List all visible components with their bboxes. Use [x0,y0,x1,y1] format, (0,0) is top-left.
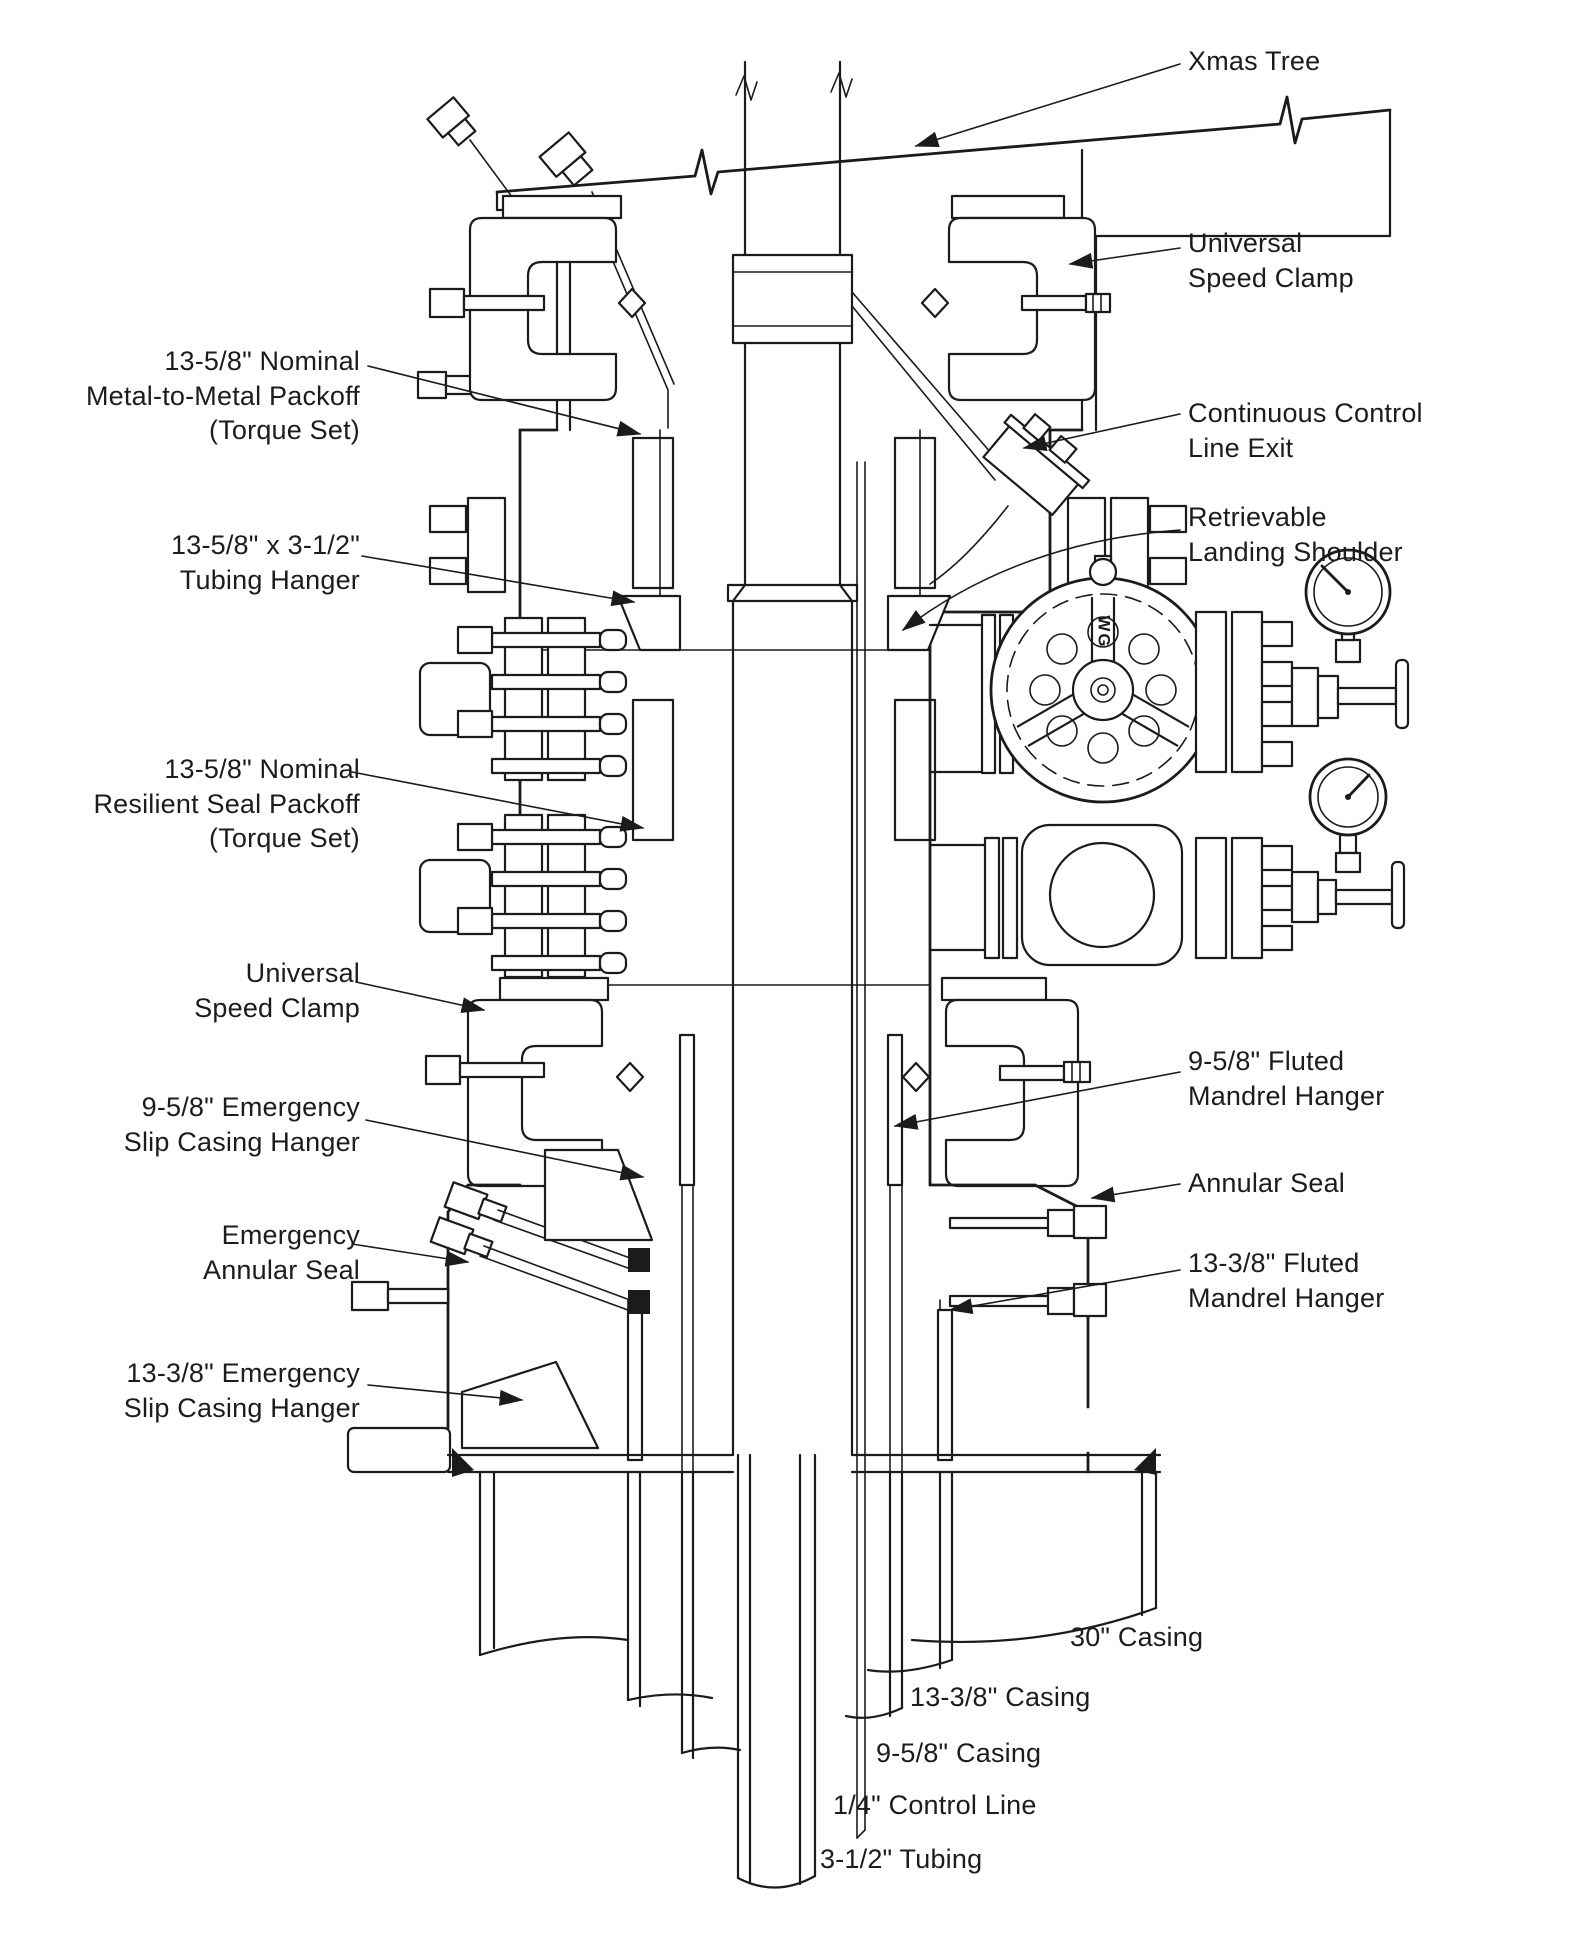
callout-universal-speed-clamp-right: Universal Speed Clamp [1188,228,1354,293]
gate-valve-handwheel: WG [991,556,1215,802]
callout-retrievable-landing-shoulder: Retrievable Landing Shoulder [1188,502,1403,567]
callout-resilient-seal-packoff: 13-5/8" Nominal Resilient Seal Packoff (… [93,754,360,854]
continuous-control-line-exit [852,292,1099,584]
callout-metal-to-metal-packoff: 13-5/8" Nominal Metal-to-Metal Packoff (… [85,346,360,446]
callout-xmas-tree: Xmas Tree [1188,46,1321,76]
callout-958-casing: 9-5/8" Casing [876,1738,1042,1768]
callout-30-casing: 30" Casing [1070,1622,1204,1652]
tubing-312 [738,1455,815,1888]
callout-958-fluted-mandrel-hanger: 9-5/8" Fluted Mandrel Hanger [1188,1046,1385,1111]
control-line [857,462,865,1838]
emergency-slip-casing-hanger-958 [545,1150,652,1240]
metal-to-metal-packoff [895,438,935,588]
callout-14-control-line: 1/4" Control Line [833,1790,1037,1820]
casing-strings [480,1455,1156,1888]
fluted-mandrel-hanger-1338 [628,1300,952,1460]
tubing-hanger [618,596,680,650]
lower-housing [348,1035,1160,1477]
callout-1338-fluted-mandrel-hanger: 13-3/8" Fluted Mandrel Hanger [1188,1248,1385,1313]
needle-valve-handle [1392,862,1404,928]
resilient-seal-packoff [633,700,673,840]
test-port-fitting-icon [540,132,597,190]
retrievable-landing-shoulder [840,585,852,1455]
pressure-gauge [1306,550,1390,662]
casing-958 [682,1472,902,1758]
metal-to-metal-packoff [633,438,673,588]
universal-speed-clamp [470,218,616,400]
pressure-gauge [1310,759,1386,872]
callout-1338-emergency-slip-hanger: 13-3/8" Emergency Slip Casing Hanger [123,1358,360,1423]
side-outlet-flanges-left [420,498,626,977]
emergency-annular-seal [431,1182,650,1314]
gate-valve-body [1022,825,1182,965]
casing-30 [480,1472,1156,1655]
casing-1338 [628,1472,952,1706]
leader-lines [352,64,1180,1406]
callout-312-tubing: 3-1/2" Tubing [820,1844,983,1874]
universal-speed-clamp [946,1000,1078,1186]
callout-tubing-hanger: 13-5/8" x 3-1/2" Tubing Hanger [171,530,360,595]
needle-valve-handle [1396,660,1408,728]
callout-958-emergency-slip-hanger: 9-5/8" Emergency Slip Casing Hanger [123,1092,360,1157]
callout-annular-seal: Annular Seal [1188,1168,1346,1198]
callout-emergency-annular-seal: Emergency Annular Seal [202,1220,360,1285]
callout-1338-casing: 13-3/8" Casing [910,1682,1091,1712]
universal-speed-clamp [949,218,1095,400]
callout-continuous-control-line-exit: Continuous Control Line Exit [1188,398,1423,463]
universal-speed-clamps [426,196,1110,1186]
fluted-mandrel-hanger-958 [680,1035,902,1472]
wellhead-body [520,292,1099,1838]
emergency-slip-casing-hanger-1338 [462,1362,598,1448]
test-port-fitting-icon [427,97,479,149]
handwheel-marking: WG [1095,615,1114,648]
valve-tree-right: WG [930,498,1408,965]
callout-universal-speed-clamp-left: Universal Speed Clamp [194,958,360,1023]
